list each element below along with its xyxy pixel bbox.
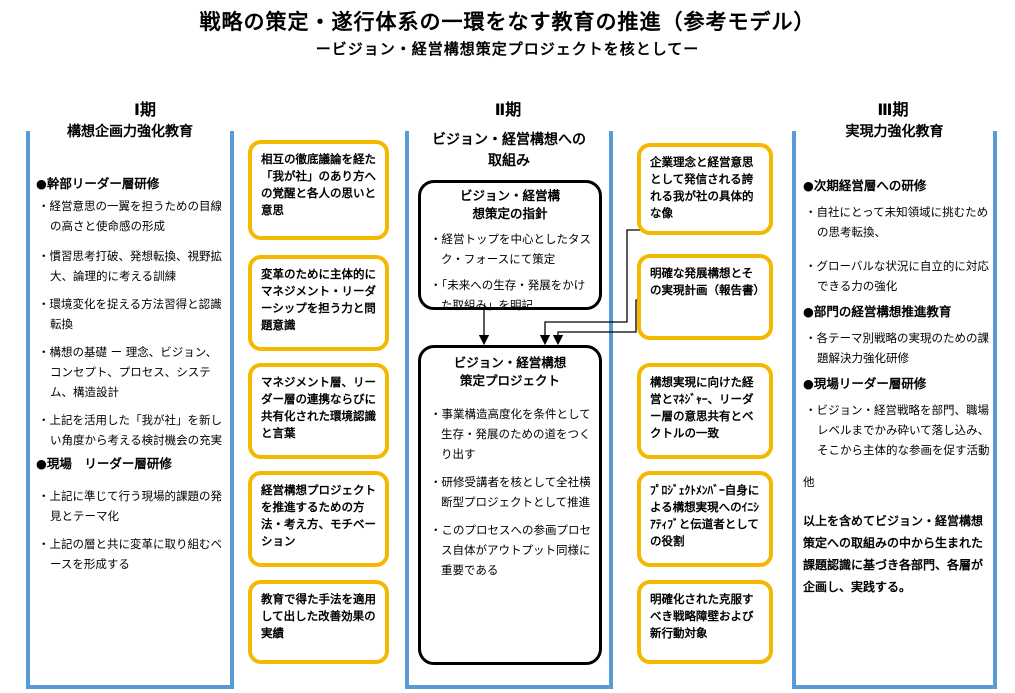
left-panel: [26, 131, 234, 689]
guideline-title: ビジョン・経営構想策定の指針: [459, 188, 560, 221]
left-list-item: ・慣習思考打破、発想転換、視野拡大、論理的に考える訓練: [38, 249, 222, 283]
center-panel-heading: ビジョン・経営構想への取組み: [427, 130, 591, 172]
plan-to-project-arrow: [552, 299, 641, 346]
right-outcome-box: 明確化された克服すべき戦略障壁および新行動対象: [637, 580, 773, 664]
project-box: ビジョン・経営構想策定プロジェクト ・事業構造高度化を条件として生存・発展のため…: [418, 345, 602, 665]
diagram-title: 戦略の策定・遂行体系の一環をなす教育の推進（参考モデル）: [199, 10, 816, 34]
period-3-label: Ⅲ期: [877, 100, 909, 119]
right-section-title: ●現場リーダー層研修: [803, 376, 927, 391]
period-2-label: Ⅱ期: [494, 100, 522, 119]
project-item: ・研修受講者を核として全社横断型プロジェクトとして推進: [430, 475, 591, 509]
right-list-item: ・ビジョン・経営戦略を部門、職場レベルまでかみ砕いて落し込み、そこから主体的な参…: [805, 403, 990, 457]
left-outcome-box: 相互の徹底議論を経た「我が社」のあり方への覚醒と各人の思いと意思: [248, 140, 389, 240]
project-item: ・事業構造高度化を条件として生存・発展のための道をつくり出す: [430, 407, 591, 461]
right-panel: [792, 131, 997, 689]
right-outcome-box: 企業理念と経営意思として発信される誇れる我が社の具体的な像: [637, 143, 773, 235]
right-section-title: ●部門の経営構想推進教育: [803, 304, 952, 319]
right-outcome-box: 明確な発展構想とその実現計画（報告書）: [637, 254, 773, 340]
right-panel-content: ●次期経営層への研修 ・自社にとって未知領域に挑むための思考転換、 ・グローバル…: [803, 176, 991, 598]
right-section-title: ●次期経営層への研修: [803, 178, 927, 193]
left-section-title: ●現場 リーダー層研修: [36, 456, 172, 471]
guideline-box: ビジョン・経営構想策定の指針 ・経営トップを中心としたタスク・フォースにて策定 …: [418, 180, 602, 312]
image-to-project-arrow: [539, 229, 641, 346]
left-list-item: ・経営意思の一翼を担うための目線の高さと使命感の形成: [38, 199, 222, 233]
left-list-item: ・構想の基礎 ー 理念、ビジョン、コンセプト、プロセス、システム、構造設計: [38, 345, 218, 399]
left-section-title: ●幹部リーダー層研修: [36, 176, 160, 191]
right-outcome-box: ﾌﾟﾛｼﾞｪｸﾄﾒﾝﾊﾞｰ自身による構想実現へのｲﾆｼｱﾃｨﾌﾞと伝道者としての…: [637, 471, 773, 567]
right-panel-heading: 実現力強化教育: [814, 123, 975, 142]
left-panel-content: ●幹部リーダー層研修 ・経営意思の一翼を担うための目線の高さと使命感の形成 ・慣…: [36, 174, 226, 574]
left-list-item: ・上記の層と共に変革に取り組むベースを形成する: [38, 537, 222, 571]
left-outcome-box: 経営構想プロジェクトを推進するための方法・考え方、モチベーション: [248, 471, 389, 567]
left-panel-heading: 構想企画力強化教育: [48, 123, 212, 142]
project-title: ビジョン・経営構想策定プロジェクト: [453, 355, 567, 388]
left-outcome-box: 変革のために主体的にマネジメント・リーダーシップを担う力と問題意識: [248, 255, 389, 351]
left-list-item: ・上記を活用した「我が社」を新しい角度から考える検討機会の充実: [38, 413, 223, 447]
period-1-label: Ⅰ期: [134, 100, 156, 119]
right-outcome-box: 構想実現に向けた経営とﾏﾈｼﾞｬｰ、リーダー層の意思共有とベクトルの一致: [637, 363, 773, 459]
guideline-item: ・「未来への生存・発展をかけた取組み」を明記: [430, 278, 586, 312]
right-list-item: ・グローバルな状況に自立的に対応できる力の強化: [805, 259, 989, 293]
left-outcome-box: マネジメント層、リーダー層の連携ならびに共有化された環境認識と言葉: [248, 363, 389, 459]
right-list-item: ・各テーマ別戦略の実現のための課題解決力強化研修: [805, 331, 989, 365]
left-list-item: ・上記に準じて行う現場的課題の発見とテーマ化: [38, 489, 222, 523]
left-outcome-box: 教育で得た手法を適用して出した改善効果の実績: [248, 580, 389, 664]
guideline-item: ・経営トップを中心としたタスク・フォースにて策定: [430, 232, 591, 266]
left-list-item: ・環境変化を捉える方法習得と認識転換: [38, 297, 222, 331]
right-summary-text: 以上を含めてビジョン・経営構想策定への取組みの中から生まれた課題認識に基づき各部…: [803, 514, 984, 594]
right-other-text: 他: [803, 475, 815, 489]
project-item: ・このプロセスへの参画プロセス自体がアウトプット同様に重要である: [430, 523, 591, 577]
diagram-subtitle: ービジョン・経営構想策定プロジェクトを核としてー: [315, 40, 700, 58]
right-list-item: ・自社にとって未知領域に挑むための思考転換、: [805, 205, 989, 239]
